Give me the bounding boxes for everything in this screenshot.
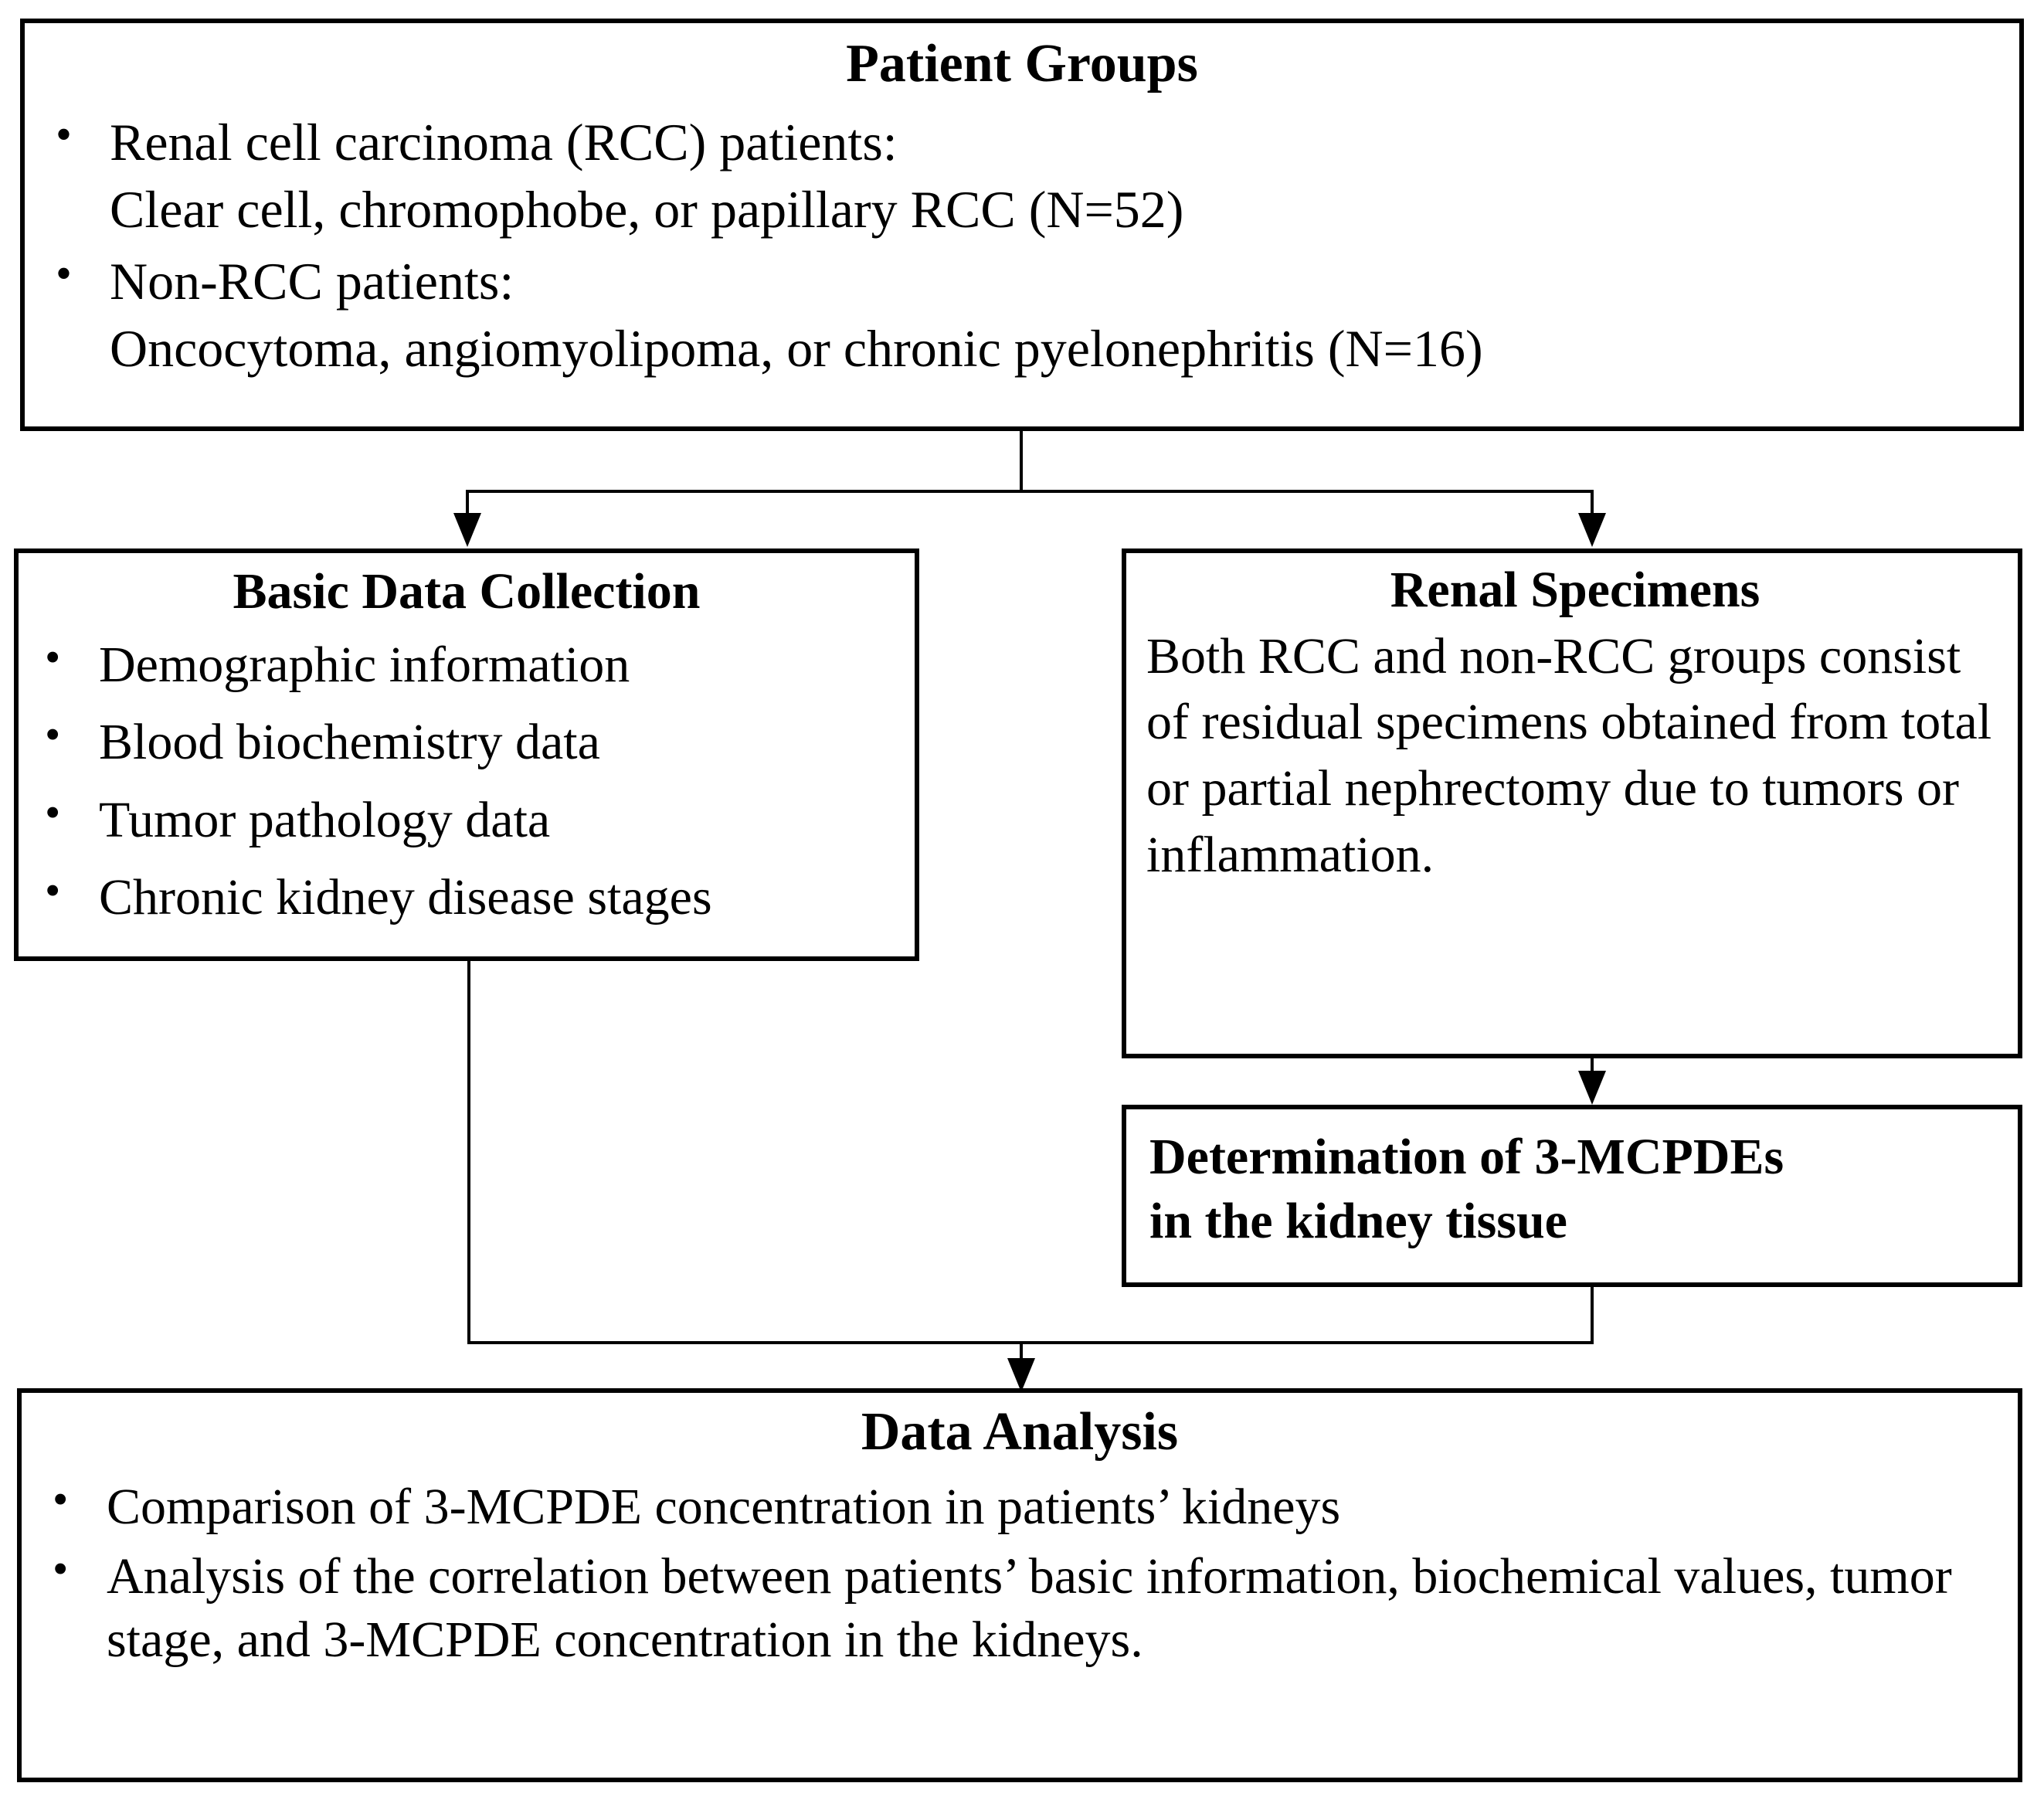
- patient-groups-item-1-detail: Oncocytoma, angiomyolipoma, or chronic p…: [110, 318, 1483, 378]
- connector-renal-to-determination: [1591, 1058, 1594, 1075]
- box-data-analysis: Data Analysis Comparison of 3-MCPDE conc…: [17, 1388, 2022, 1782]
- box-determination-of-3-mcpdes: Determination of 3-MCPDEs in the kidney …: [1122, 1105, 2022, 1287]
- determination-line-1: Determination of 3-MCPDEs: [1149, 1129, 1784, 1185]
- list-item: Tumor pathology data: [34, 786, 899, 852]
- box-basic-data-collection: Basic Data Collection Demographic inform…: [14, 548, 919, 961]
- determination-body: Determination of 3-MCPDEs in the kidney …: [1149, 1125, 2004, 1253]
- data-analysis-list: Comparison of 3-MCPDE concentration in p…: [42, 1472, 1998, 1672]
- box-renal-specimens: Renal Specimens Both RCC and non-RCC gro…: [1122, 548, 2022, 1058]
- connector-split-stem: [1020, 431, 1023, 493]
- connector-merge-bar: [467, 1341, 1594, 1344]
- patient-groups-title: Patient Groups: [846, 34, 1198, 93]
- basic-data-title: Basic Data Collection: [233, 563, 701, 620]
- connector-split-bar: [466, 490, 1594, 493]
- connector-merge-drop: [1020, 1341, 1023, 1366]
- connector-merge-left-stem: [467, 961, 470, 1344]
- list-item: Demographic information: [34, 630, 899, 697]
- list-item: Chronic kidney disease stages: [34, 864, 899, 929]
- data-analysis-body: Comparison of 3-MCPDE concentration in p…: [42, 1472, 1998, 1672]
- basic-data-list: Demographic information Blood biochemist…: [34, 630, 899, 929]
- renal-specimens-body: Both RCC and non-RCC groups consist of r…: [1146, 627, 1992, 883]
- connector-merge-right-stem: [1591, 1287, 1594, 1344]
- list-item: Blood biochemistry data: [34, 708, 899, 774]
- connector-split-right-drop: [1591, 490, 1594, 518]
- patient-groups-body: Renal cell carcinoma (RCC) patients: Cle…: [45, 107, 1999, 381]
- list-item: Renal cell carcinoma (RCC) patients: Cle…: [45, 107, 1999, 242]
- arrowhead-to-renal-specimens: [1578, 513, 1606, 547]
- list-item: Analysis of the correlation between pati…: [42, 1541, 1998, 1672]
- connector-split-left-drop: [466, 490, 469, 518]
- arrowhead-to-determination: [1578, 1071, 1606, 1105]
- patient-groups-list: Renal cell carcinoma (RCC) patients: Cle…: [45, 107, 1999, 381]
- renal-specimens-title: Renal Specimens: [1390, 562, 1760, 618]
- patient-groups-item-0-label: Renal cell carcinoma (RCC) patients:: [110, 113, 898, 172]
- box-patient-groups: Patient Groups Renal cell carcinoma (RCC…: [20, 19, 2024, 431]
- basic-data-body: Demographic information Blood biochemist…: [34, 630, 899, 929]
- arrowhead-to-data-analysis: [1007, 1358, 1035, 1392]
- patient-groups-item-1-label: Non-RCC patients:: [110, 251, 514, 311]
- list-item: Non-RCC patients: Oncocytoma, angiomyoli…: [45, 246, 1999, 381]
- data-analysis-title: Data Analysis: [861, 1402, 1179, 1462]
- patient-groups-item-0-detail: Clear cell, chromophobe, or papillary RC…: [110, 179, 1184, 239]
- determination-line-2: in the kidney tissue: [1149, 1193, 1567, 1250]
- list-item: Comparison of 3-MCPDE concentration in p…: [42, 1472, 1998, 1539]
- arrowhead-to-basic-data: [453, 513, 481, 547]
